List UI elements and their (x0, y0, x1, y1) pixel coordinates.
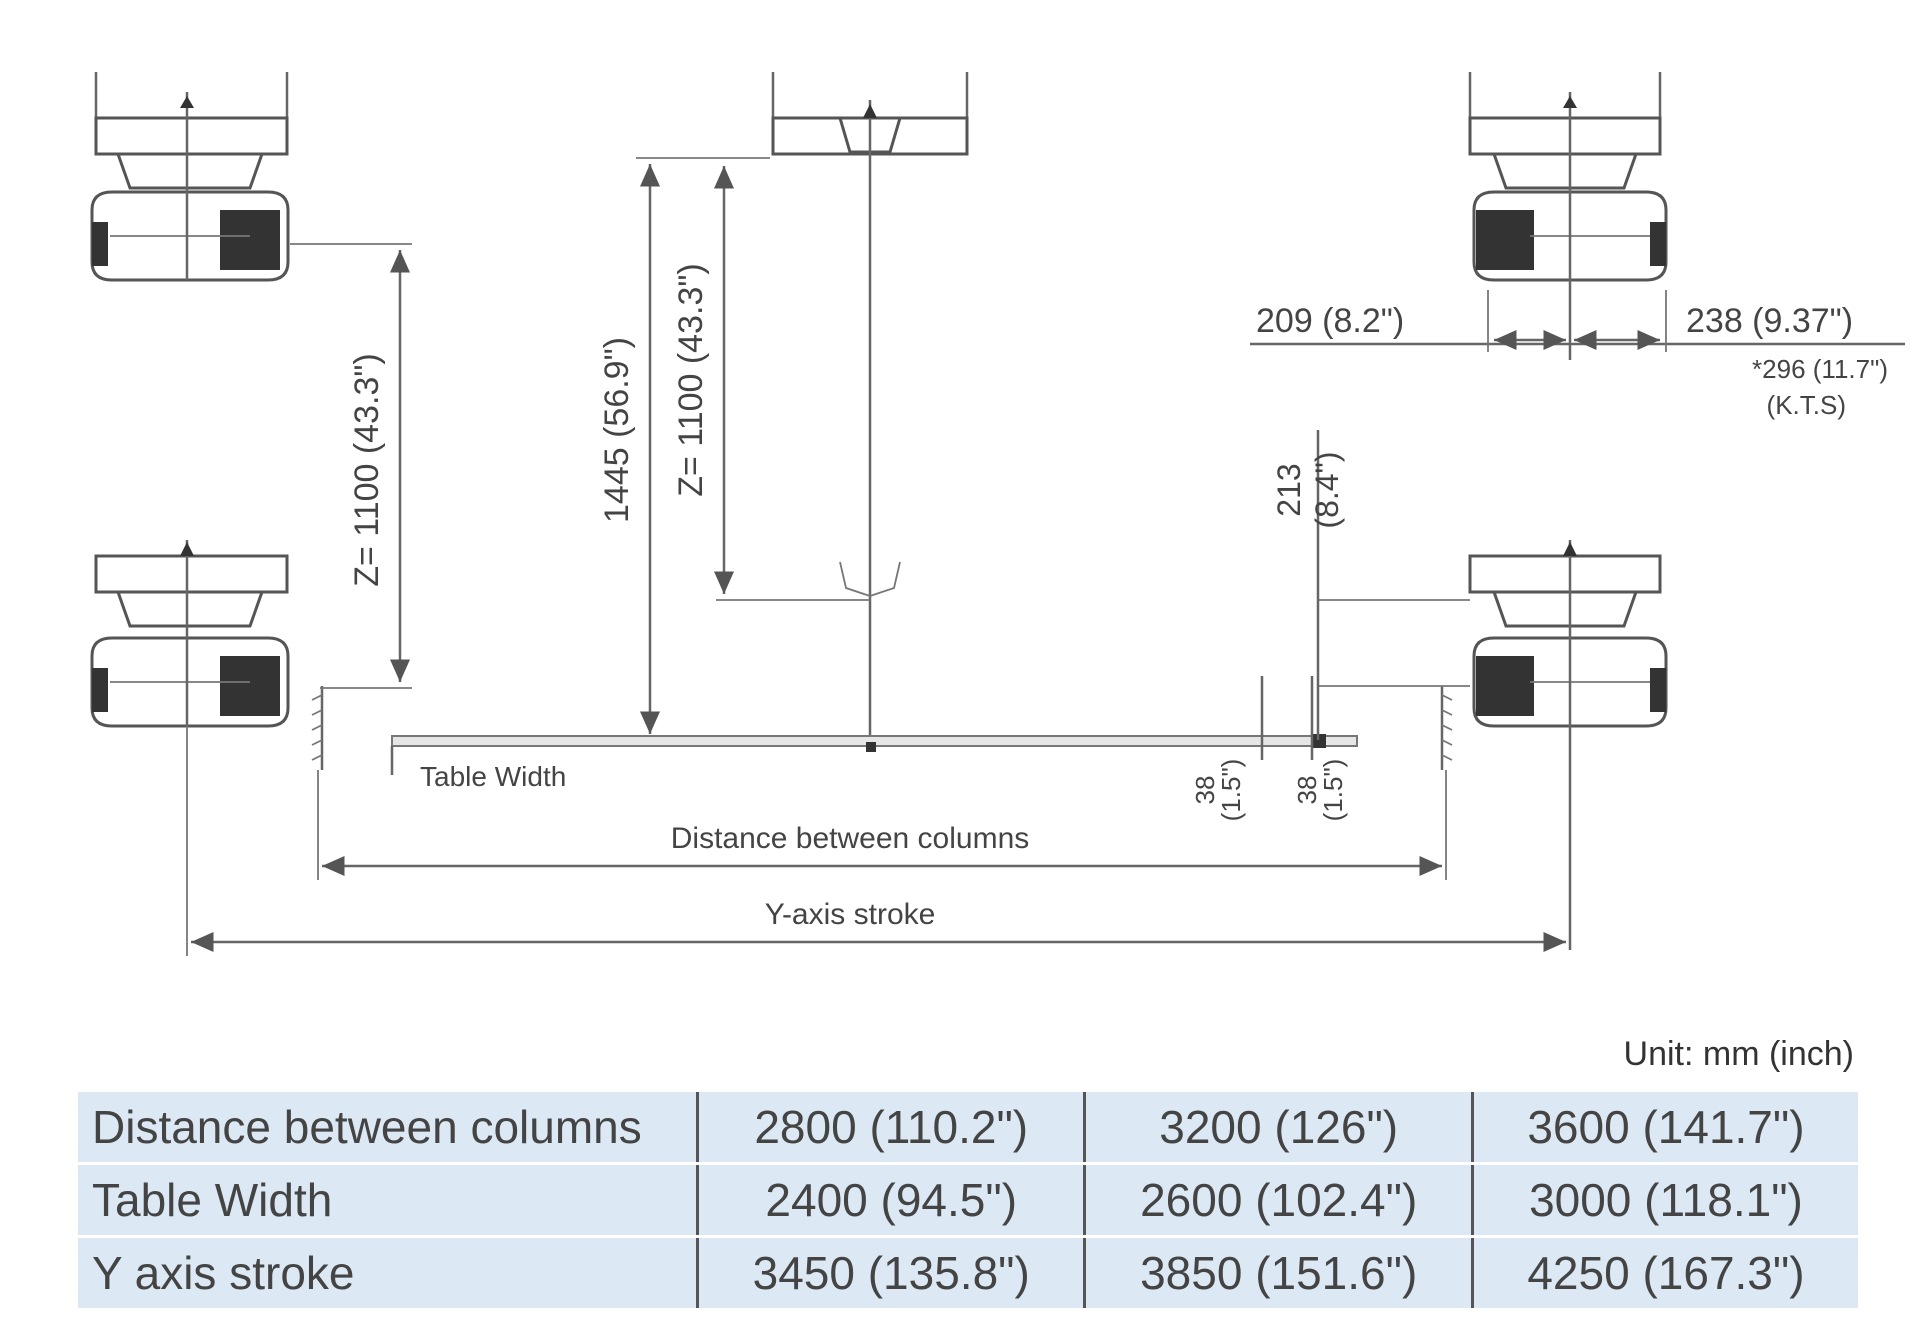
spindle-head-bottom-left (90, 540, 290, 728)
label-dim-238: 238 (9.37") (1686, 302, 1853, 340)
table-row: Table Width 2400 (94.5") 2600 (102.4") 3… (78, 1163, 1858, 1238)
spindle-head-top-center (771, 72, 969, 750)
dim-z-left: Z= 1100 (43.3") (290, 243, 412, 689)
label-table-width: Table Width (420, 761, 566, 792)
unit-label: Unit: mm (inch) (1623, 1035, 1854, 1073)
dim-small-38: 38 (1.5") 38 (1.5") (1190, 676, 1348, 821)
spindle-head-top-right (1468, 72, 1668, 360)
dim-z-center: Z= 1100 (43.3") (672, 166, 870, 601)
label-kts: (K.T.S) (1767, 390, 1846, 420)
table-cell: 3200 (126") (1083, 1092, 1473, 1165)
machine-table (390, 734, 1358, 775)
row-label: Table Width (78, 1163, 698, 1238)
dim-209-238: 209 (8.2") 238 (9.37") *296 (11.7") (K.T… (1250, 290, 1905, 420)
label-small-38-right-inch: (1.5") (1318, 759, 1348, 822)
label-z-left: Z= 1100 (43.3") (348, 353, 386, 587)
spindle-head-top-left (90, 72, 290, 282)
column-right (1440, 686, 1453, 770)
label-y-axis-stroke: Y-axis stroke (765, 898, 936, 931)
table-cell: 2400 (94.5") (695, 1163, 1085, 1238)
table-row: Distance between columns 2800 (110.2") 3… (78, 1092, 1858, 1165)
label-small-38-right: 38 (1292, 776, 1322, 805)
table-cell: 2800 (110.2") (695, 1092, 1085, 1165)
table-cell: 3600 (141.7") (1470, 1092, 1858, 1165)
table-cell: 4250 (167.3") (1470, 1236, 1858, 1311)
spindle-head-bottom-right (1468, 540, 1668, 950)
table-cell: 2600 (102.4") (1083, 1163, 1473, 1238)
table-cell: 3000 (118.1") (1470, 1163, 1858, 1238)
table-cell: 3450 (135.8") (695, 1236, 1085, 1311)
dim-offset-213: 213 (8.4") (1271, 430, 1470, 740)
label-small-38-left: 38 (1190, 776, 1220, 805)
label-distance-between-columns: Distance between columns (671, 822, 1030, 855)
row-label: Y axis stroke (78, 1236, 698, 1311)
label-dim-209: 209 (8.2") (1256, 302, 1404, 340)
column-left (311, 686, 324, 770)
dim-y-axis-stroke: Y-axis stroke (186, 726, 1566, 956)
row-label: Distance between columns (78, 1092, 698, 1165)
spec-table: Distance between columns 2800 (110.2") 3… (78, 1092, 1858, 1311)
label-offset-213: 213 (1271, 463, 1307, 516)
label-small-38-left-inch: (1.5") (1216, 759, 1246, 822)
dim-distance-between-columns: Distance between columns (317, 770, 1447, 880)
label-dim-296: *296 (11.7") (1752, 354, 1888, 384)
label-z-center: Z= 1100 (43.3") (672, 263, 710, 497)
dim-height-total: 1445 (56.9") (598, 157, 770, 734)
machine-dimension-drawing: Z= 1100 (43.3") 1445 (56.9") Z= 1100 (43… (90, 72, 1905, 956)
label-offset-213-inch: (8.4") (1309, 451, 1345, 528)
table-row: Y axis stroke 3450 (135.8") 3850 (151.6"… (78, 1236, 1858, 1311)
label-height-total: 1445 (56.9") (598, 337, 636, 523)
table-cell: 3850 (151.6") (1083, 1236, 1473, 1311)
